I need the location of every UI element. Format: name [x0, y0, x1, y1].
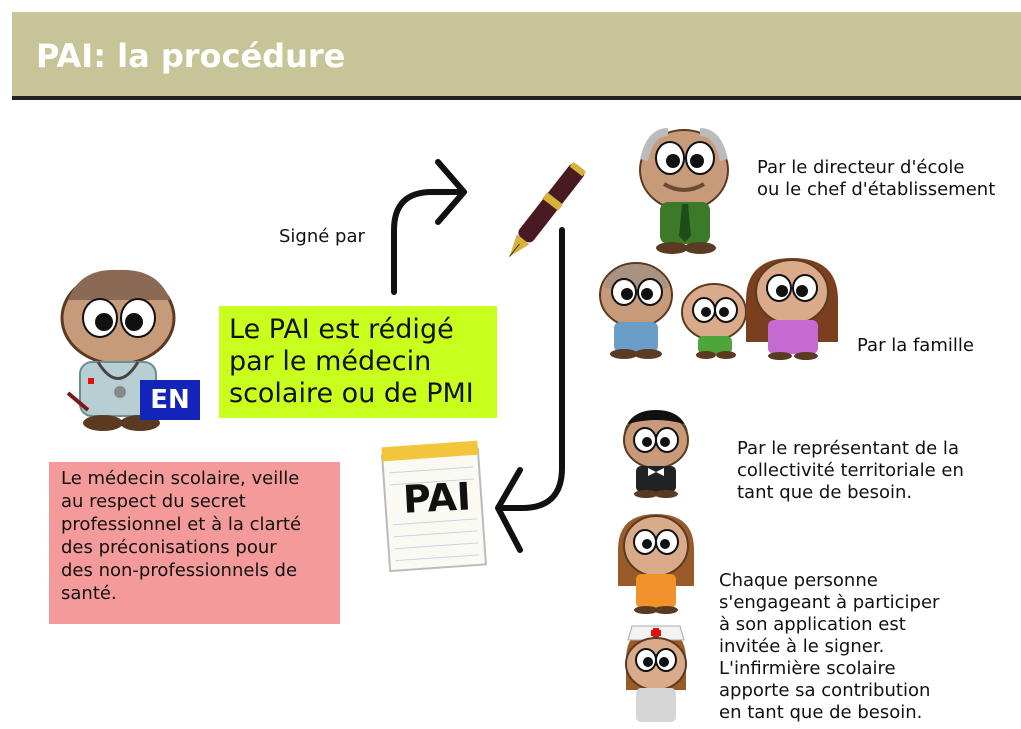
doctor-role-box: Le médecin scolaire, veille au respect d…: [49, 462, 340, 624]
drafted-by-box: Le PAI est rédigé par le médecin scolair…: [219, 306, 497, 418]
collectivity-label-1: Par le représentant de la: [737, 438, 959, 459]
drafted-line-2: par le médecin: [229, 346, 432, 377]
everyone-label-7: en tant que de besoin.: [719, 702, 923, 723]
everyone-label-5: L'infirmière scolaire: [719, 658, 896, 679]
director-icon: [639, 128, 729, 254]
header-bar: PAI: la procédure: [12, 12, 1021, 100]
girl-icon: [618, 514, 694, 614]
doctor-role-line-1: Le médecin scolaire, veille: [61, 468, 300, 489]
doctor-role-line-2: au respect du secret: [61, 491, 246, 512]
signed-arrow: [391, 159, 467, 295]
everyone-label-1: Chaque personne: [719, 570, 878, 591]
document-icon: [380, 440, 487, 573]
en-badge: EN: [140, 380, 200, 420]
doctor-role-line-3: professionnel et à la clarté: [61, 514, 302, 535]
page-title: PAI: la procédure: [36, 37, 346, 75]
drafted-line-1: Le PAI est rédigé: [229, 314, 454, 345]
everyone-label-6: apporte sa contribution: [719, 680, 931, 701]
director-label-2: ou le chef d'établissement: [757, 179, 996, 200]
family-icon: [599, 258, 838, 360]
representative-icon: [623, 410, 689, 498]
pen-icon: [509, 161, 587, 257]
everyone-label-3: à son application est: [719, 614, 906, 635]
doctor-icon: [60, 269, 176, 431]
family-label: Par la famille: [857, 335, 974, 356]
doctor-role-line-6: santé.: [61, 583, 117, 604]
pai-document-label: PAI: [401, 474, 473, 522]
drafted-line-3: scolaire ou de PMI: [229, 378, 474, 409]
everyone-label-4: invitée à le signer.: [719, 636, 885, 657]
director-label-1: Par le directeur d'école: [757, 157, 965, 178]
signed-by-label: Signé par: [279, 226, 365, 247]
return-arrow: [495, 227, 565, 553]
collectivity-label-3: tant que de besoin.: [737, 482, 913, 503]
collectivity-label-2: collectivité territoriale en: [737, 460, 964, 481]
everyone-label-2: s'engageant à participer: [719, 592, 940, 613]
doctor-role-line-4: des préconisations pour: [61, 537, 277, 558]
nurse-icon: [625, 625, 687, 722]
doctor-role-line-5: des non-professionnels de: [61, 560, 298, 581]
